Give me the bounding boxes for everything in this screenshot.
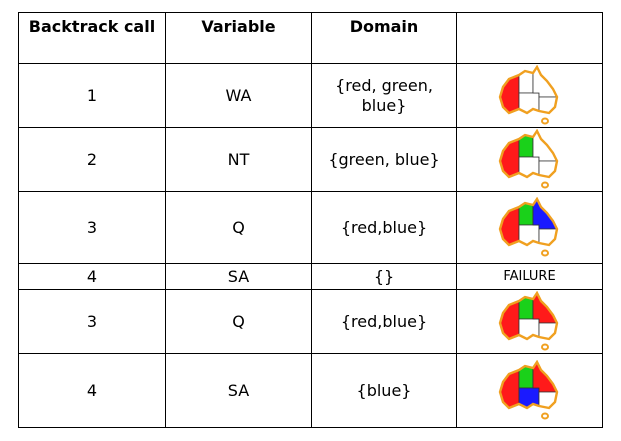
row-map-cell [456,127,603,192]
row-variable: SA [165,263,312,290]
row-call: 1 [18,63,166,128]
table-row: 2 NT {green, blue} [18,127,603,192]
region-q [532,197,558,229]
australia-map-icon [498,64,558,124]
coast-outline [498,290,558,340]
row-domain: {green, blue} [311,127,457,192]
coast-outline [498,359,558,409]
australia-map-icon [498,290,558,350]
failure-label: FAILURE [456,263,603,290]
region-tasmania [540,412,549,419]
table-row: 1 WA {red, green, blue} [18,63,603,128]
region-tasmania [540,343,549,350]
row-domain: {} [311,263,457,290]
region-tasmania [540,117,549,124]
row-domain-text: {} [373,266,395,286]
region-q [532,65,558,97]
row-domain: {red,blue} [311,191,457,264]
row-variable: WA [165,63,312,128]
row-domain: {red, green, blue} [311,63,457,128]
row-domain-text: {red,blue} [340,311,428,331]
region-q [532,360,558,392]
row-call: 2 [18,127,166,192]
table-row: 3 Q {red,blue} [18,191,603,264]
row-map-cell [456,289,603,354]
row-call: 3 [18,191,166,264]
region-q [532,291,558,323]
region-tasmania [540,249,549,256]
row-variable: Q [165,289,312,354]
row-map-cell [456,353,603,428]
row-map-cell [456,63,603,128]
row-domain-text: {green, blue} [328,149,440,169]
row-call: 3 [18,289,166,354]
region-q [532,129,558,161]
coast-outline [498,64,558,114]
row-map-cell [456,191,603,264]
header-variable: Variable [165,12,312,64]
backtrack-table: Backtrack call Variable Domain 1 WA {red… [18,12,603,428]
region-tasmania [540,181,549,188]
australia-map-icon [498,128,558,188]
australia-map-icon [498,196,558,256]
row-variable: Q [165,191,312,264]
row-domain-text: {red, green, blue} [335,75,433,115]
row-call: 4 [18,353,166,428]
coast-outline [498,196,558,246]
header-image [456,12,603,64]
row-variable: NT [165,127,312,192]
row-domain: {blue} [311,353,457,428]
row-domain: {red,blue} [311,289,457,354]
table-row: 3 Q {red,blue} [18,289,603,354]
header-row: Backtrack call Variable Domain [18,12,603,64]
header-domain: Domain [311,12,457,64]
row-call: 4 [18,263,166,290]
row-variable: SA [165,353,312,428]
table-row: 4 SA {} FAILURE [18,263,603,290]
coast-outline [498,128,558,178]
row-domain-text: {blue} [356,380,412,400]
row-domain-text: {red,blue} [340,217,428,237]
australia-map-icon [498,359,558,419]
table-row: 4 SA {blue} [18,353,603,428]
header-backtrack-call: Backtrack call [18,12,166,64]
